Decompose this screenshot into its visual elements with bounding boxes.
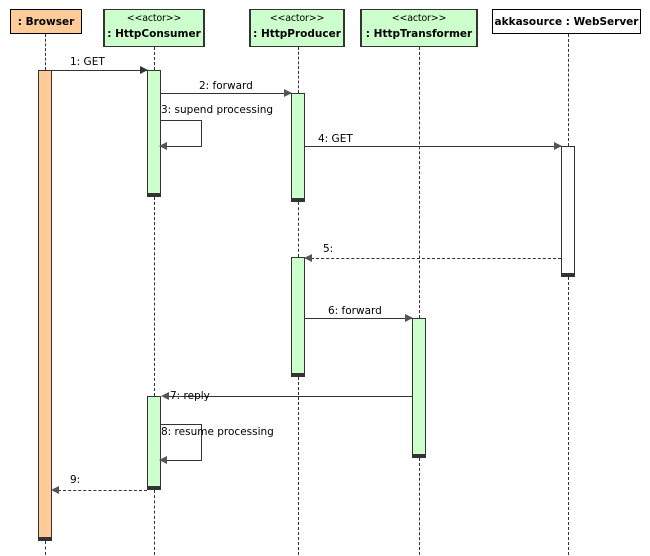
message-7-arrowhead (161, 392, 169, 400)
message-9-label: 9: (70, 474, 81, 486)
activation-httpproducer-2-foot (291, 373, 305, 377)
activation-webserver-foot (561, 273, 575, 277)
activation-httpproducer-2 (291, 257, 305, 377)
participant-httpconsumer-stereotype: <<actor>> (126, 13, 182, 24)
participant-httpproducer-label: : HttpProducer (253, 27, 341, 40)
message-3-line-top (161, 120, 202, 121)
activation-browser (38, 70, 52, 541)
participant-httpproducer[interactable]: <<actor>> : HttpProducer (249, 9, 345, 47)
message-4-arrowhead (554, 142, 562, 150)
message-7-label: 7: reply (170, 390, 210, 402)
message-1-arrowhead (140, 66, 148, 74)
message-7-line (167, 396, 412, 397)
activation-httpproducer-1-foot (291, 198, 305, 202)
lifeline-httptransformer-tail (419, 458, 420, 555)
message-2-line (161, 93, 291, 94)
message-4-label: 4: GET (318, 133, 353, 145)
message-8-label: 8: resume processing (161, 426, 274, 438)
participant-httptransformer[interactable]: <<actor>> : HttpTransformer (360, 9, 478, 47)
message-6-arrowhead (405, 314, 413, 322)
message-1-line (52, 70, 147, 71)
activation-httptransformer-foot (412, 454, 426, 458)
message-8-arrowhead (159, 456, 167, 464)
message-3-line-bottom (161, 146, 202, 147)
message-5-line (311, 258, 561, 259)
lifeline-webserver (568, 34, 569, 146)
lifeline-httpconsumer-mid (154, 197, 155, 396)
lifeline-browser-tail (45, 541, 46, 555)
participant-httptransformer-stereotype: <<actor>> (391, 13, 447, 24)
message-9-arrowhead (51, 486, 59, 494)
activation-httpconsumer-1 (147, 70, 161, 197)
participant-webserver[interactable]: akkasource : WebServer (492, 9, 641, 34)
message-2-arrowhead (284, 89, 292, 97)
lifeline-httpconsumer (154, 47, 155, 70)
lifeline-httpconsumer-tail (154, 490, 155, 555)
lifeline-webserver-tail (568, 277, 569, 555)
participant-browser-label: : Browser (17, 16, 75, 28)
message-2-label: 2: forward (199, 80, 253, 92)
activation-httptransformer (412, 318, 426, 458)
message-5-label: 5: (323, 243, 334, 255)
activation-httpconsumer-1-foot (147, 193, 161, 197)
lifeline-httpproducer (298, 47, 299, 93)
participant-httpproducer-stereotype: <<actor>> (269, 13, 325, 24)
activation-httpconsumer-2-foot (147, 486, 161, 490)
activation-httpconsumer-2 (147, 396, 161, 490)
message-3-arrowhead (159, 142, 167, 150)
participant-httpconsumer[interactable]: <<actor>> : HttpConsumer (103, 9, 205, 47)
message-8-line-right (201, 424, 202, 460)
message-3-line-right (201, 120, 202, 146)
activation-browser-foot (38, 537, 52, 541)
lifeline-httptransformer (419, 47, 420, 318)
participant-browser[interactable]: : Browser (10, 9, 82, 34)
message-1-label: 1: GET (70, 56, 105, 68)
message-4-line (305, 146, 561, 147)
lifeline-httpproducer-mid (298, 202, 299, 257)
participant-webserver-label: akkasource : WebServer (494, 16, 639, 28)
message-3-label: 3: supend processing (161, 104, 274, 116)
message-6-label: 6: forward (328, 305, 382, 317)
participant-httptransformer-label: : HttpTransformer (365, 27, 473, 40)
activation-httpproducer-1 (291, 93, 305, 202)
lifeline-browser (45, 34, 46, 70)
activation-webserver (561, 146, 575, 277)
message-9-line (58, 490, 147, 491)
message-8-line-top (161, 424, 202, 425)
participant-httpconsumer-label: : HttpConsumer (107, 27, 201, 40)
message-8-line-bottom (161, 460, 202, 461)
lifeline-httpproducer-tail (298, 377, 299, 555)
message-6-line (305, 318, 412, 319)
message-5-arrowhead (304, 254, 312, 262)
